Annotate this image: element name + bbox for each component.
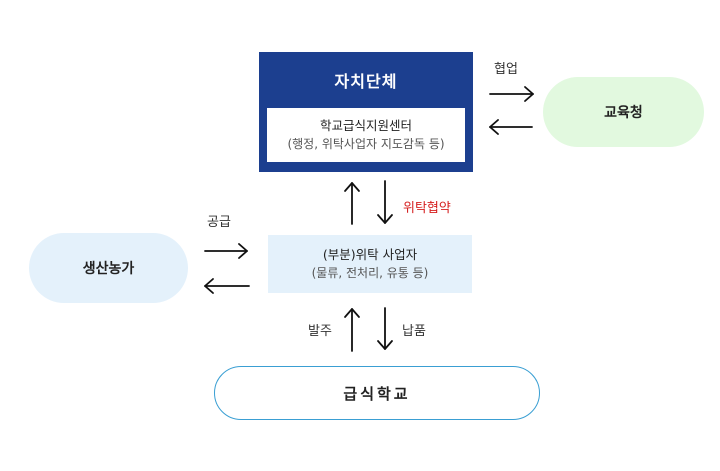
local-government-box: 자치단체 학교급식지원센터 (행정, 위탁사업자 지도감독 등) xyxy=(259,52,473,172)
producer-farm-node: 생산농가 xyxy=(29,233,188,303)
edge-label-consignment: 위탁협약 xyxy=(403,201,451,216)
contractor-box: (부분)위탁 사업자 (물류, 전처리, 유통 등) xyxy=(268,235,472,293)
arrow-gov-to-contractor xyxy=(377,180,393,224)
edge-label-supply: 공급 xyxy=(207,215,231,230)
arrow-contractor-to-school xyxy=(377,307,393,350)
arrow-contractor-to-producer xyxy=(204,278,250,294)
arrow-gov-to-edu xyxy=(489,86,534,102)
edge-label-order: 발주 xyxy=(308,324,332,339)
arrow-contractor-to-gov xyxy=(344,182,360,225)
education-office-node: 교육청 xyxy=(543,77,704,147)
contractor-title: (부분)위탁 사업자 xyxy=(322,247,418,262)
contractor-subtitle: (물류, 전처리, 유통 등) xyxy=(311,266,429,280)
edge-label-cooperation: 협업 xyxy=(494,62,518,77)
local-government-title: 자치단체 xyxy=(334,72,398,91)
arrow-school-to-contractor xyxy=(344,308,360,352)
support-center-title: 학교급식지원센터 xyxy=(319,118,412,133)
arrow-producer-to-contractor xyxy=(204,243,248,259)
support-center-box: 학교급식지원센터 (행정, 위탁사업자 지도감독 등) xyxy=(267,108,465,162)
arrow-edu-to-gov xyxy=(489,119,533,135)
edge-label-delivery: 납품 xyxy=(402,324,426,339)
school-node: 급식학교 xyxy=(214,366,540,420)
support-center-subtitle: (행정, 위탁사업자 지도감독 등) xyxy=(287,137,445,151)
